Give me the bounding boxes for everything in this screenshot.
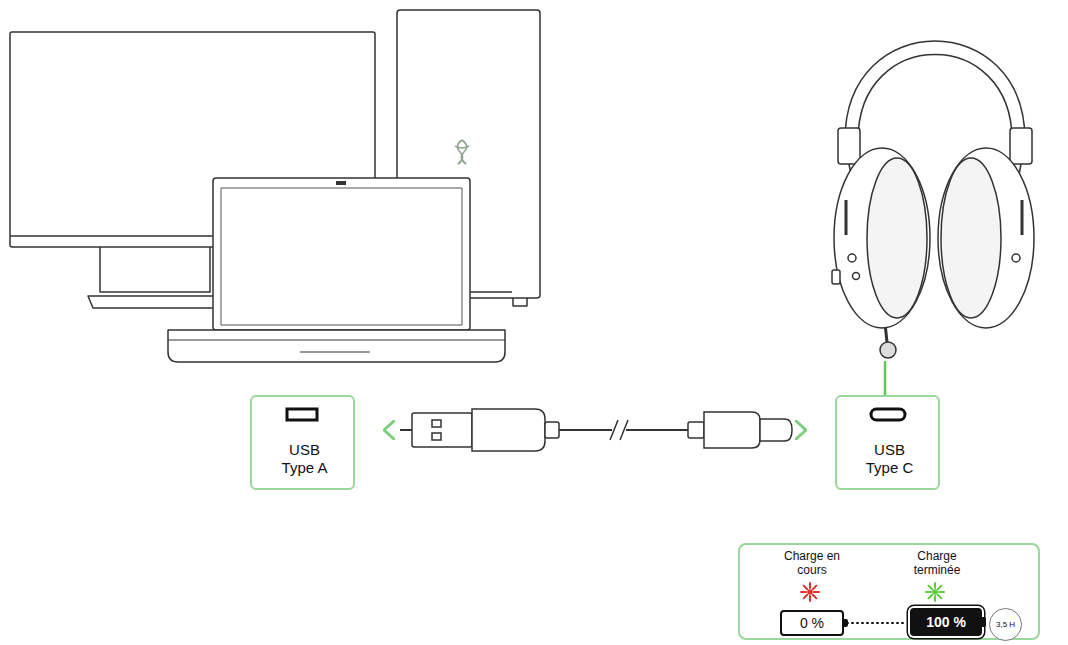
razer-logo bbox=[461, 140, 466, 164]
charged-light bbox=[938, 595, 942, 599]
charging-light bbox=[801, 583, 819, 601]
headset bbox=[832, 41, 1034, 358]
headset bbox=[1010, 128, 1032, 164]
usb-a-plug bbox=[432, 420, 441, 427]
headset bbox=[845, 41, 1025, 140]
connectors bbox=[355, 430, 907, 623]
laptop bbox=[168, 178, 505, 362]
headset bbox=[848, 254, 856, 262]
charged-light bbox=[934, 583, 936, 588]
laptop bbox=[168, 340, 505, 341]
headset bbox=[853, 273, 860, 280]
headset bbox=[1021, 200, 1024, 235]
charged-light bbox=[929, 595, 933, 599]
usb-c-icon bbox=[871, 409, 905, 420]
usb-c-plug bbox=[704, 412, 760, 448]
razer-logo bbox=[455, 140, 469, 164]
headset bbox=[838, 128, 860, 164]
battery-full: 100 % bbox=[910, 608, 982, 636]
monitor bbox=[100, 247, 210, 292]
cable-break bbox=[610, 420, 618, 440]
charging-light bbox=[813, 586, 817, 590]
port-box: USB Type C bbox=[835, 395, 940, 490]
label-text: Charge terminée bbox=[902, 549, 972, 578]
headset bbox=[938, 148, 1034, 328]
usb-a-icon bbox=[287, 409, 317, 420]
usb-a-plug bbox=[412, 409, 559, 451]
value-text: 0 % bbox=[800, 615, 824, 632]
usb-c-plug bbox=[688, 412, 792, 448]
charged-light bbox=[929, 586, 933, 590]
laptop bbox=[300, 351, 370, 352]
charging-light bbox=[809, 596, 811, 601]
illustration bbox=[10, 10, 1034, 362]
charging-light bbox=[807, 589, 813, 595]
charging-light bbox=[809, 583, 811, 588]
headset bbox=[832, 270, 840, 284]
charging-light bbox=[804, 586, 808, 590]
usb-c-icon bbox=[871, 409, 905, 420]
laptop bbox=[336, 181, 346, 185]
usb-a-plug bbox=[432, 433, 441, 440]
usb-a-plug bbox=[545, 422, 559, 438]
duration-circle: 3,5 H bbox=[989, 608, 1022, 641]
usb-a-icon bbox=[287, 409, 317, 420]
port-box: USB Type A bbox=[250, 395, 355, 490]
usb-c-plug bbox=[688, 422, 704, 438]
laptop bbox=[213, 178, 470, 330]
charged-light bbox=[938, 586, 942, 590]
headset bbox=[867, 158, 927, 318]
dotted-line bbox=[847, 622, 907, 624]
charged-light bbox=[926, 583, 944, 601]
usb-c-plug bbox=[760, 419, 792, 441]
charging-light bbox=[813, 595, 817, 599]
label-text: USB Type A bbox=[275, 441, 335, 477]
pc-tower bbox=[470, 291, 512, 293]
headset bbox=[845, 200, 848, 235]
headset bbox=[941, 158, 1001, 318]
label-text: USB Type C bbox=[860, 441, 920, 477]
cable-break bbox=[620, 420, 628, 440]
charge-panel: 0 % 100 % 3,5 H Charge en cours Charge termi… bbox=[738, 543, 1040, 640]
value-text: 3,5 H bbox=[996, 620, 1015, 630]
charged-light bbox=[926, 591, 931, 593]
charging-light bbox=[804, 595, 808, 599]
monitor bbox=[88, 296, 232, 308]
razer-logo bbox=[455, 146, 469, 148]
charging-light bbox=[801, 591, 806, 593]
value-text: 100 % bbox=[926, 614, 966, 631]
charged-light bbox=[939, 591, 944, 593]
charged-light bbox=[932, 589, 938, 595]
cable-break bbox=[610, 420, 628, 440]
usb-a-plug bbox=[412, 413, 472, 447]
battery-empty: 0 % bbox=[780, 610, 844, 636]
headset bbox=[880, 342, 896, 358]
headset bbox=[834, 148, 930, 328]
charging-light bbox=[814, 591, 819, 593]
leader-line bbox=[884, 361, 887, 397]
laptop bbox=[168, 330, 505, 362]
charged-light bbox=[934, 596, 936, 601]
laptop bbox=[221, 188, 462, 325]
usb-a-plug bbox=[472, 409, 545, 451]
label-text: Charge en cours bbox=[777, 549, 847, 578]
headset bbox=[1012, 254, 1020, 262]
